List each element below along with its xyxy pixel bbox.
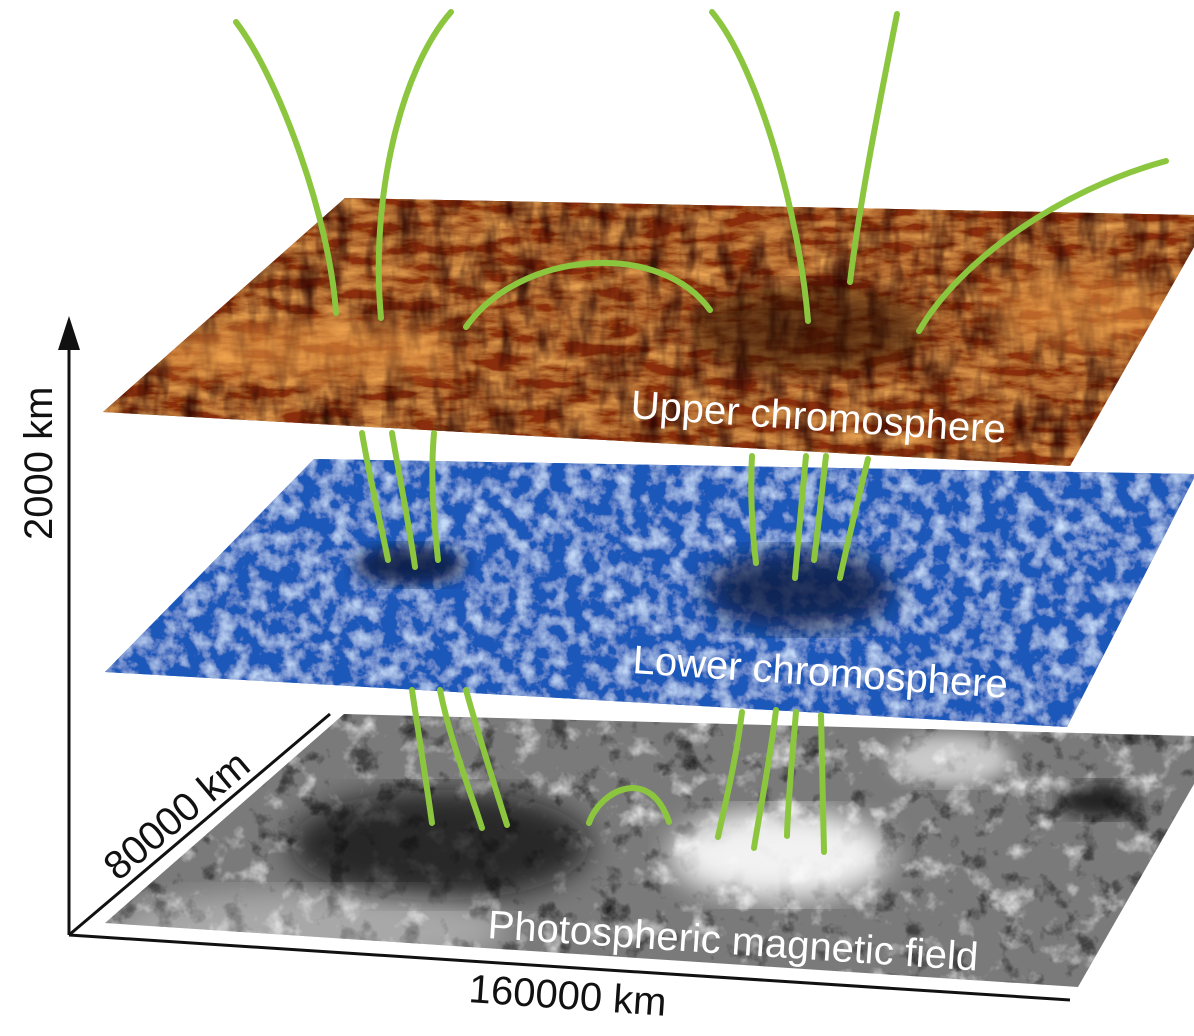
field-line	[389, 430, 418, 570]
upper-chromosphere-layer: Upper chromosphere	[103, 198, 1194, 466]
vertical-axis-label: 2000 km	[17, 387, 61, 540]
horizontal-axis-label: 160000 km	[467, 967, 668, 1025]
lower-chromosphere-layer: Lower chromosphere	[105, 459, 1194, 727]
photosphere-layer: Photospheric magnetic field	[105, 714, 1194, 987]
magnetic-field-lines	[233, 9, 1169, 855]
field-line	[818, 712, 827, 855]
field-line	[586, 785, 672, 826]
sunspot-umbra	[705, 550, 895, 630]
field-line	[409, 687, 435, 826]
positive-polarity-region	[670, 810, 890, 900]
vertical-axis-arrowhead	[58, 316, 80, 350]
field-line	[837, 456, 871, 581]
field-line	[359, 430, 391, 563]
field-line	[751, 707, 779, 851]
field-line	[429, 430, 441, 563]
field-line	[847, 11, 900, 285]
field-line	[792, 453, 809, 581]
negative-polarity-region	[290, 790, 590, 900]
field-line	[463, 687, 510, 828]
field-line	[748, 453, 759, 566]
field-line	[463, 259, 713, 330]
field-line	[811, 453, 829, 563]
field-line	[233, 19, 339, 316]
field-line	[375, 9, 454, 321]
depth-axis	[68, 712, 331, 937]
field-line	[437, 687, 485, 831]
field-line	[715, 709, 745, 840]
horizontal-axis	[68, 933, 1071, 1002]
field-line	[784, 709, 799, 839]
field-line	[709, 9, 811, 324]
field-line	[916, 158, 1169, 334]
